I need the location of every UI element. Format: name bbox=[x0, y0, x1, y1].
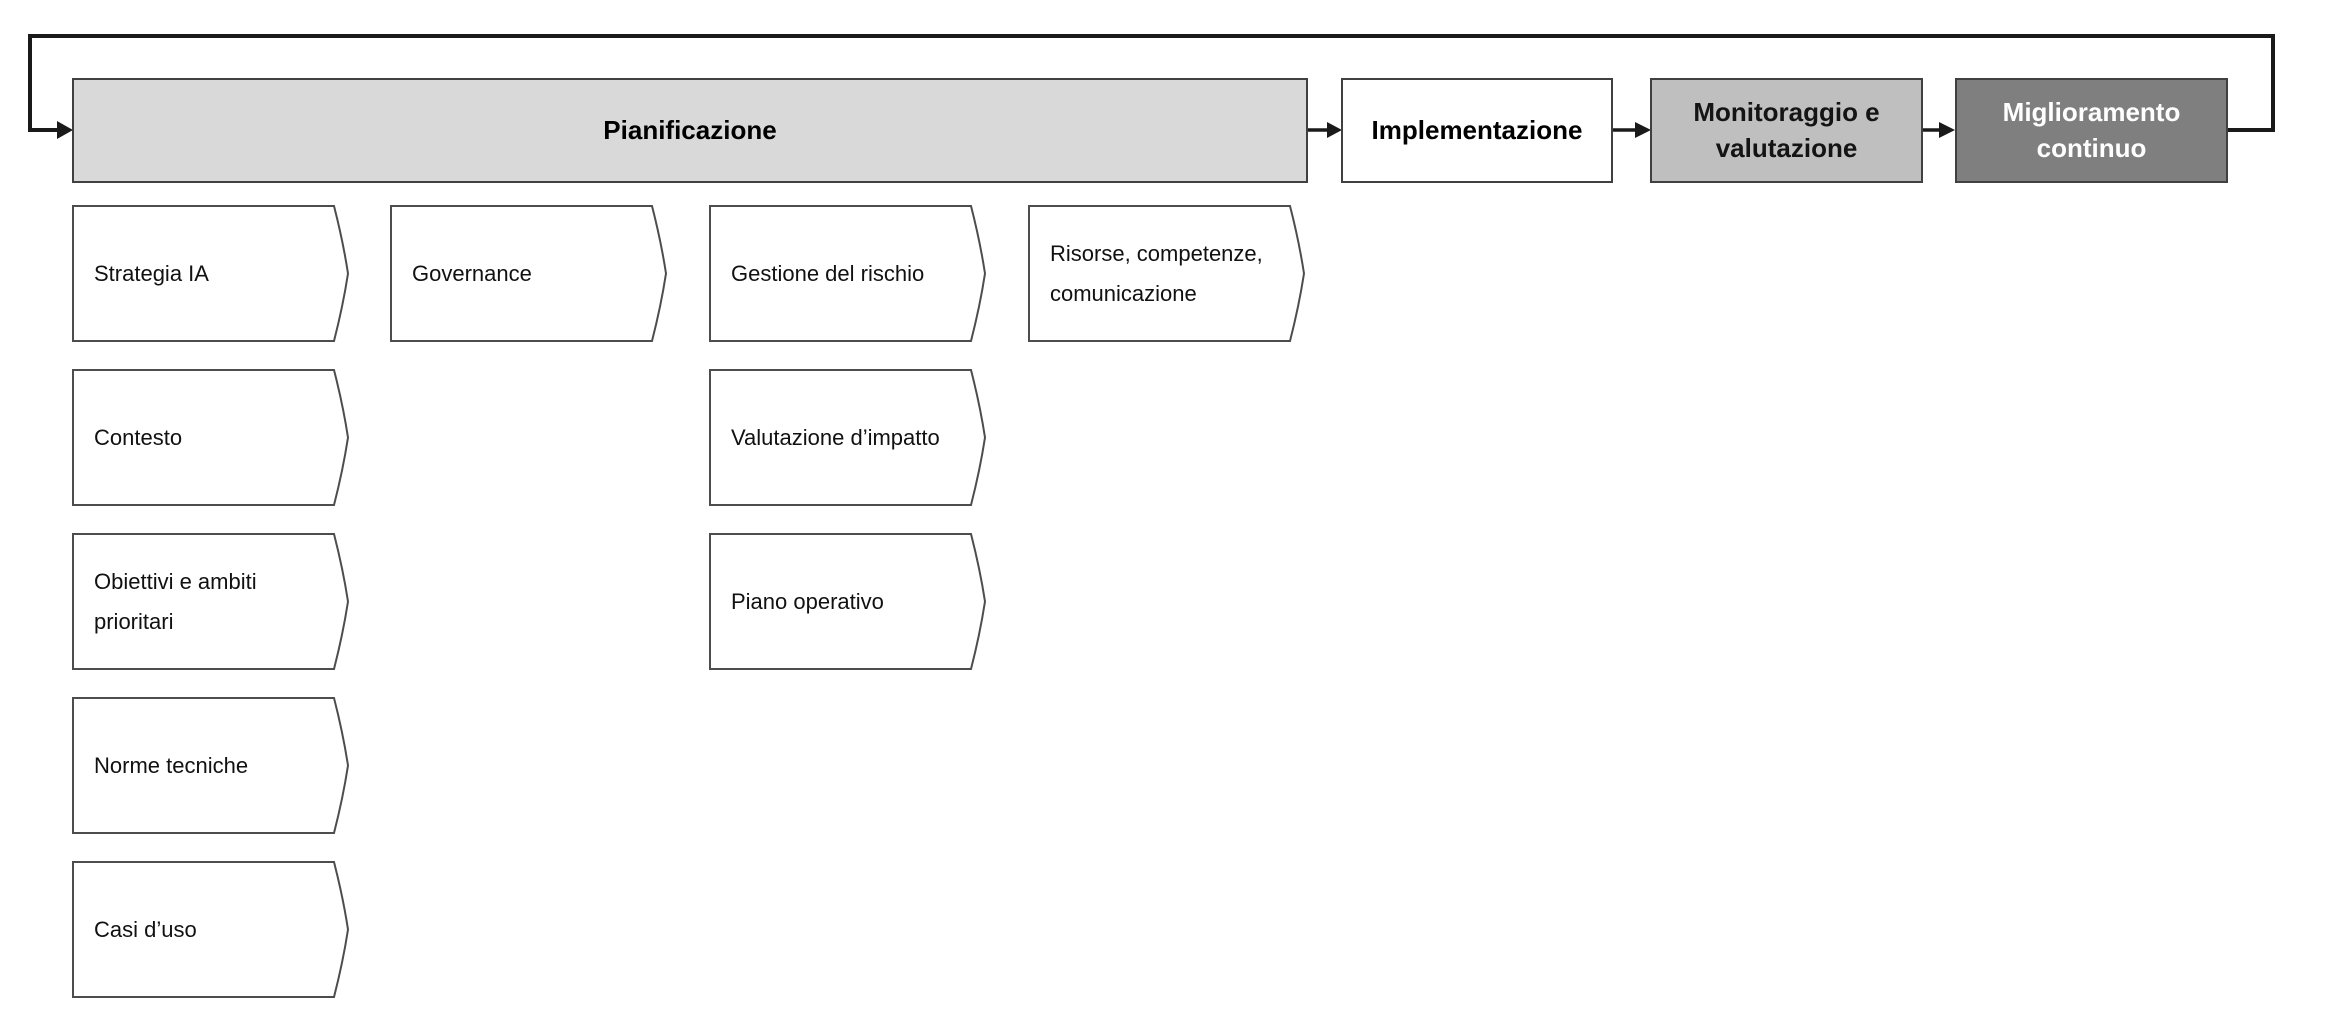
flow-arrow-implementazione-monitoraggio bbox=[1613, 122, 1651, 138]
card-label: Risorse, competenze, comunicazione bbox=[1050, 240, 1263, 306]
card-label: Contesto bbox=[94, 424, 183, 450]
planning-card-risorse-competenze-comunicazione: Risorse, competenze, comunicazione bbox=[1028, 205, 1306, 342]
card-label: Strategia IA bbox=[94, 260, 209, 286]
card-shape bbox=[72, 697, 350, 834]
card-shape bbox=[72, 205, 350, 342]
planning-card-strategia-ia: Strategia IA bbox=[72, 205, 350, 342]
planning-card-obiettivi-ambiti: Obiettivi e ambiti prioritari bbox=[72, 533, 350, 670]
planning-card-piano-operativo: Piano operativo bbox=[709, 533, 987, 670]
flow-arrow-monitoraggio-miglioramento bbox=[1923, 122, 1955, 138]
phase-box-miglioramento-continuo: Miglioramento continuo bbox=[1955, 78, 2228, 183]
planning-card-casi-duso: Casi d’uso bbox=[72, 861, 350, 998]
flow-arrow-pianificazione-implementazione bbox=[1308, 122, 1342, 138]
phase-box-monitoraggio-valutazione: Monitoraggio e valutazione bbox=[1650, 78, 1923, 183]
phase-box-pianificazione: Pianificazione bbox=[72, 78, 1308, 183]
card-shape bbox=[709, 205, 987, 342]
card-label: Governance bbox=[412, 260, 532, 286]
phase-label: Miglioramento continuo bbox=[2002, 97, 2181, 163]
card-shape bbox=[709, 533, 987, 670]
card-label: Norme tecniche bbox=[94, 752, 249, 778]
card-shape bbox=[72, 369, 350, 506]
phase-box-implementazione: Implementazione bbox=[1341, 78, 1613, 183]
phase-label: Monitoraggio e valutazione bbox=[1693, 97, 1880, 163]
card-shape bbox=[72, 533, 350, 670]
card-label: Gestione del rischio bbox=[731, 260, 925, 286]
planning-card-norme-tecniche: Norme tecniche bbox=[72, 697, 350, 834]
phase-label: Implementazione bbox=[1371, 114, 1583, 145]
card-label: Obiettivi e ambiti prioritari bbox=[94, 568, 257, 634]
card-label: Casi d’uso bbox=[94, 916, 197, 942]
feedback-loop-connector bbox=[28, 34, 2275, 132]
planning-card-contesto: Contesto bbox=[72, 369, 350, 506]
card-shape bbox=[1028, 205, 1306, 342]
card-label: Piano operativo bbox=[731, 588, 884, 614]
feedback-arrowhead-icon bbox=[57, 121, 73, 139]
planning-card-governance: Governance bbox=[390, 205, 668, 342]
phase-label: Pianificazione bbox=[603, 114, 777, 145]
card-label: Valutazione d’impatto bbox=[731, 424, 940, 450]
card-shape bbox=[72, 861, 350, 998]
planning-card-valutazione-impatto: Valutazione d’impatto bbox=[709, 369, 987, 506]
planning-card-gestione-rischio: Gestione del rischio bbox=[709, 205, 987, 342]
card-shape bbox=[709, 369, 987, 506]
card-shape bbox=[390, 205, 668, 342]
